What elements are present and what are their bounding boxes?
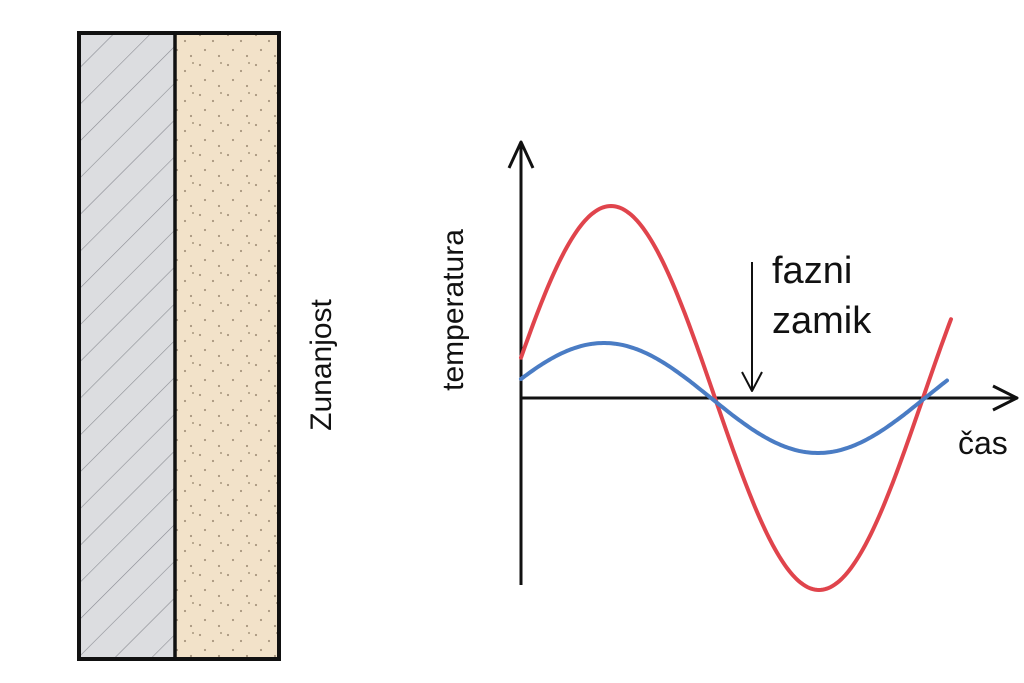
x-axis-arrowhead: [992, 384, 1019, 412]
wall-section: [77, 31, 281, 661]
insulation-dots: [175, 33, 279, 659]
inner-temperature-wave: [519, 341, 949, 455]
masonry-hatch: [79, 33, 175, 659]
phase-shift-label-line-1: fazni: [772, 250, 852, 292]
y-axis-label: temperatura: [437, 229, 470, 391]
graph-axes: [507, 140, 1019, 585]
y-axis-arrowhead: [507, 140, 535, 169]
phase-shift-label-line-2: zamik: [772, 300, 872, 342]
x-axis-label: čas: [958, 425, 1008, 461]
wall-outline: [77, 31, 281, 661]
phase-shift-arrow: [741, 262, 763, 392]
outside-label: Zunanjost: [305, 298, 338, 430]
outer-temperature-wave: [519, 203, 953, 593]
